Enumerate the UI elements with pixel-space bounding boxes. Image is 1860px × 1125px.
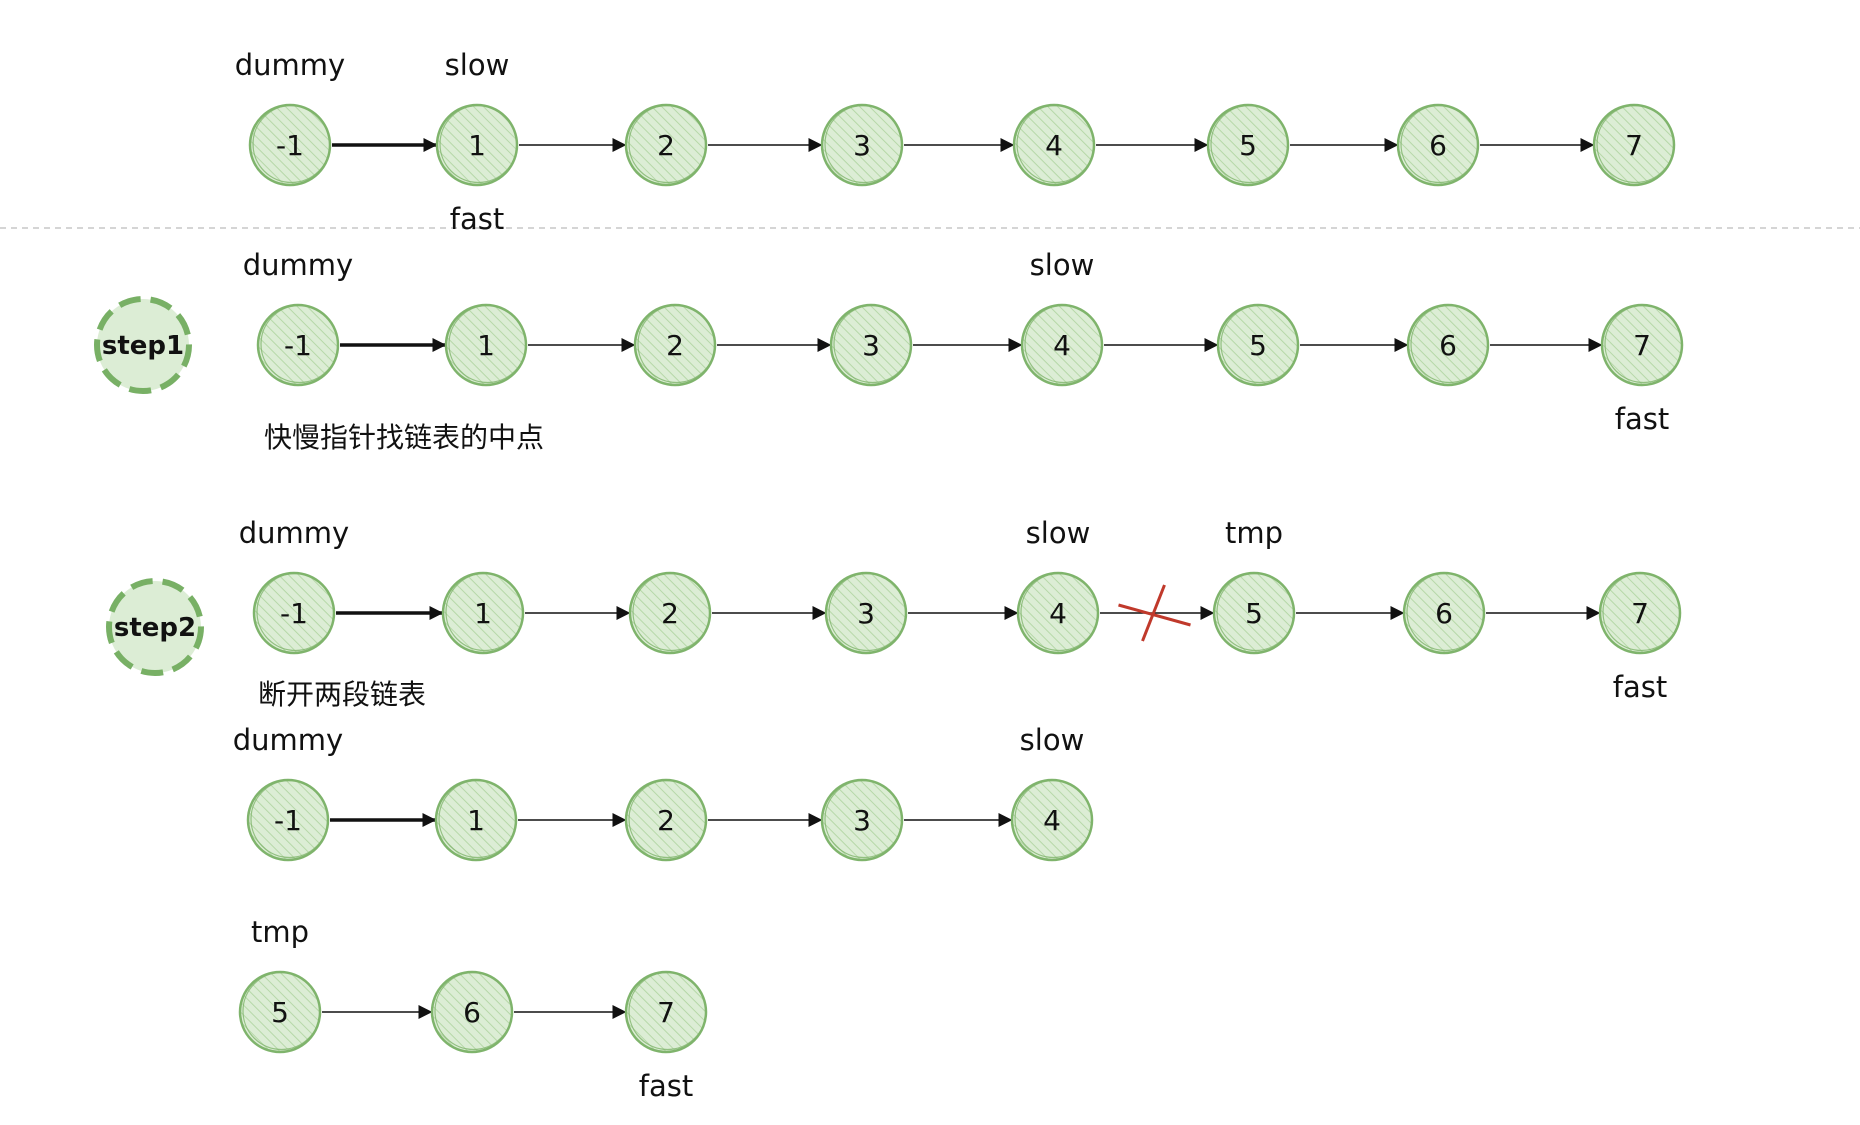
- node-value: -1: [274, 804, 302, 837]
- list-node-outline: [250, 779, 329, 859]
- list-node-outline: [434, 971, 513, 1051]
- node-value: 3: [853, 804, 871, 837]
- list-node-outline: [824, 779, 903, 859]
- list-node-outline: [628, 779, 707, 859]
- list-node-outline: [1410, 304, 1489, 384]
- list-node-outline: [439, 104, 518, 184]
- list-node-outline: [242, 971, 321, 1051]
- step-badge: [106, 578, 204, 676]
- list-node-outline: [1596, 104, 1675, 184]
- node-value: 4: [1045, 129, 1063, 162]
- list-node-outline: [1020, 572, 1099, 652]
- list-row-step2: -1 1 2 3 4 5 6 7 dummy slow tmp fast step2 断开两段链表: [106, 516, 1682, 711]
- node-value: 6: [1429, 129, 1447, 162]
- list-node-outline: [445, 572, 524, 652]
- pointer-label-dummy: dummy: [239, 516, 349, 550]
- list-node-outline: [1604, 304, 1683, 384]
- list-node-outline: [1210, 104, 1289, 184]
- list-node-outline: [628, 971, 707, 1051]
- list-node-outline: [1024, 304, 1103, 384]
- node-value: 3: [862, 329, 880, 362]
- step-badge: [94, 296, 192, 394]
- node-value: 1: [477, 329, 495, 362]
- node-value: 2: [657, 129, 675, 162]
- node-value: 6: [1435, 597, 1453, 630]
- step-caption: 断开两段链表: [258, 678, 426, 711]
- list-node-outline: [632, 572, 711, 652]
- node-value: 3: [857, 597, 875, 630]
- node-value: -1: [276, 129, 304, 162]
- list-row-first-half: -1 1 2 3 4 dummy slow: [233, 723, 1094, 862]
- pointer-label-fast: fast: [1613, 670, 1667, 704]
- list-node-outline: [824, 104, 903, 184]
- step-badge-label: step1: [102, 331, 184, 361]
- pointer-label-fast: fast: [639, 1069, 693, 1103]
- pointer-label-slow: slow: [1030, 248, 1095, 282]
- list-node-outline: [1406, 572, 1485, 652]
- node-value: 1: [467, 804, 485, 837]
- pointer-label-fast: fast: [450, 202, 504, 236]
- list-row-step1: -1 1 2 3 4 5 6 7 dummy slow fast step1 快慢指针找链表的中点: [94, 248, 1684, 454]
- node-value: 5: [1239, 129, 1257, 162]
- list-node-outline: [260, 304, 339, 384]
- pointer-label-slow: slow: [445, 48, 510, 82]
- list-node-outline: [256, 572, 335, 652]
- node-value: 5: [271, 996, 289, 1029]
- node-value: -1: [284, 329, 312, 362]
- step-badge-label: step2: [114, 613, 196, 643]
- list-node-outline: [1400, 104, 1479, 184]
- node-value: 5: [1249, 329, 1267, 362]
- pointer-label-tmp: tmp: [251, 915, 309, 949]
- node-value: 1: [474, 597, 492, 630]
- list-node-outline: [252, 104, 331, 184]
- pointer-label-fast: fast: [1615, 402, 1669, 436]
- list-node-outline: [1220, 304, 1299, 384]
- node-value: 7: [1625, 129, 1643, 162]
- pointer-label-tmp: tmp: [1225, 516, 1283, 550]
- list-node-outline: [1016, 104, 1095, 184]
- node-value: 4: [1049, 597, 1067, 630]
- pointer-label-dummy: dummy: [243, 248, 353, 282]
- list-node-outline: [828, 572, 907, 652]
- pointer-label-slow: slow: [1026, 516, 1091, 550]
- list-row-second-half: 5 6 7 tmp fast: [238, 915, 708, 1103]
- node-value: 6: [463, 996, 481, 1029]
- pointer-label-slow: slow: [1020, 723, 1085, 757]
- list-node-outline: [1014, 779, 1093, 859]
- list-row-initial: -1 1 2 3 4 5 6 7 dummy slow fast: [235, 48, 1676, 236]
- list-node-outline: [438, 779, 517, 859]
- node-value: 2: [657, 804, 675, 837]
- list-node-outline: [1216, 572, 1295, 652]
- node-value: 2: [661, 597, 679, 630]
- pointer-label-dummy: dummy: [233, 723, 343, 757]
- list-node-outline: [833, 304, 912, 384]
- step-caption: 快慢指针找链表的中点: [264, 421, 544, 454]
- list-node-outline: [637, 304, 716, 384]
- node-value: 5: [1245, 597, 1263, 630]
- node-value: 7: [1633, 329, 1651, 362]
- node-value: 4: [1043, 804, 1061, 837]
- node-value: 7: [1631, 597, 1649, 630]
- pointer-label-dummy: dummy: [235, 48, 345, 82]
- node-value: 4: [1053, 329, 1071, 362]
- list-node-outline: [628, 104, 707, 184]
- node-value: 3: [853, 129, 871, 162]
- broken-link-cross: [1141, 584, 1166, 642]
- list-node-outline: [1602, 572, 1681, 652]
- node-value: 2: [666, 329, 684, 362]
- node-value: 6: [1439, 329, 1457, 362]
- list-node-outline: [448, 304, 527, 384]
- broken-link-cross: [1118, 603, 1191, 627]
- node-value: 1: [468, 129, 486, 162]
- node-value: 7: [657, 996, 675, 1029]
- node-value: -1: [280, 597, 308, 630]
